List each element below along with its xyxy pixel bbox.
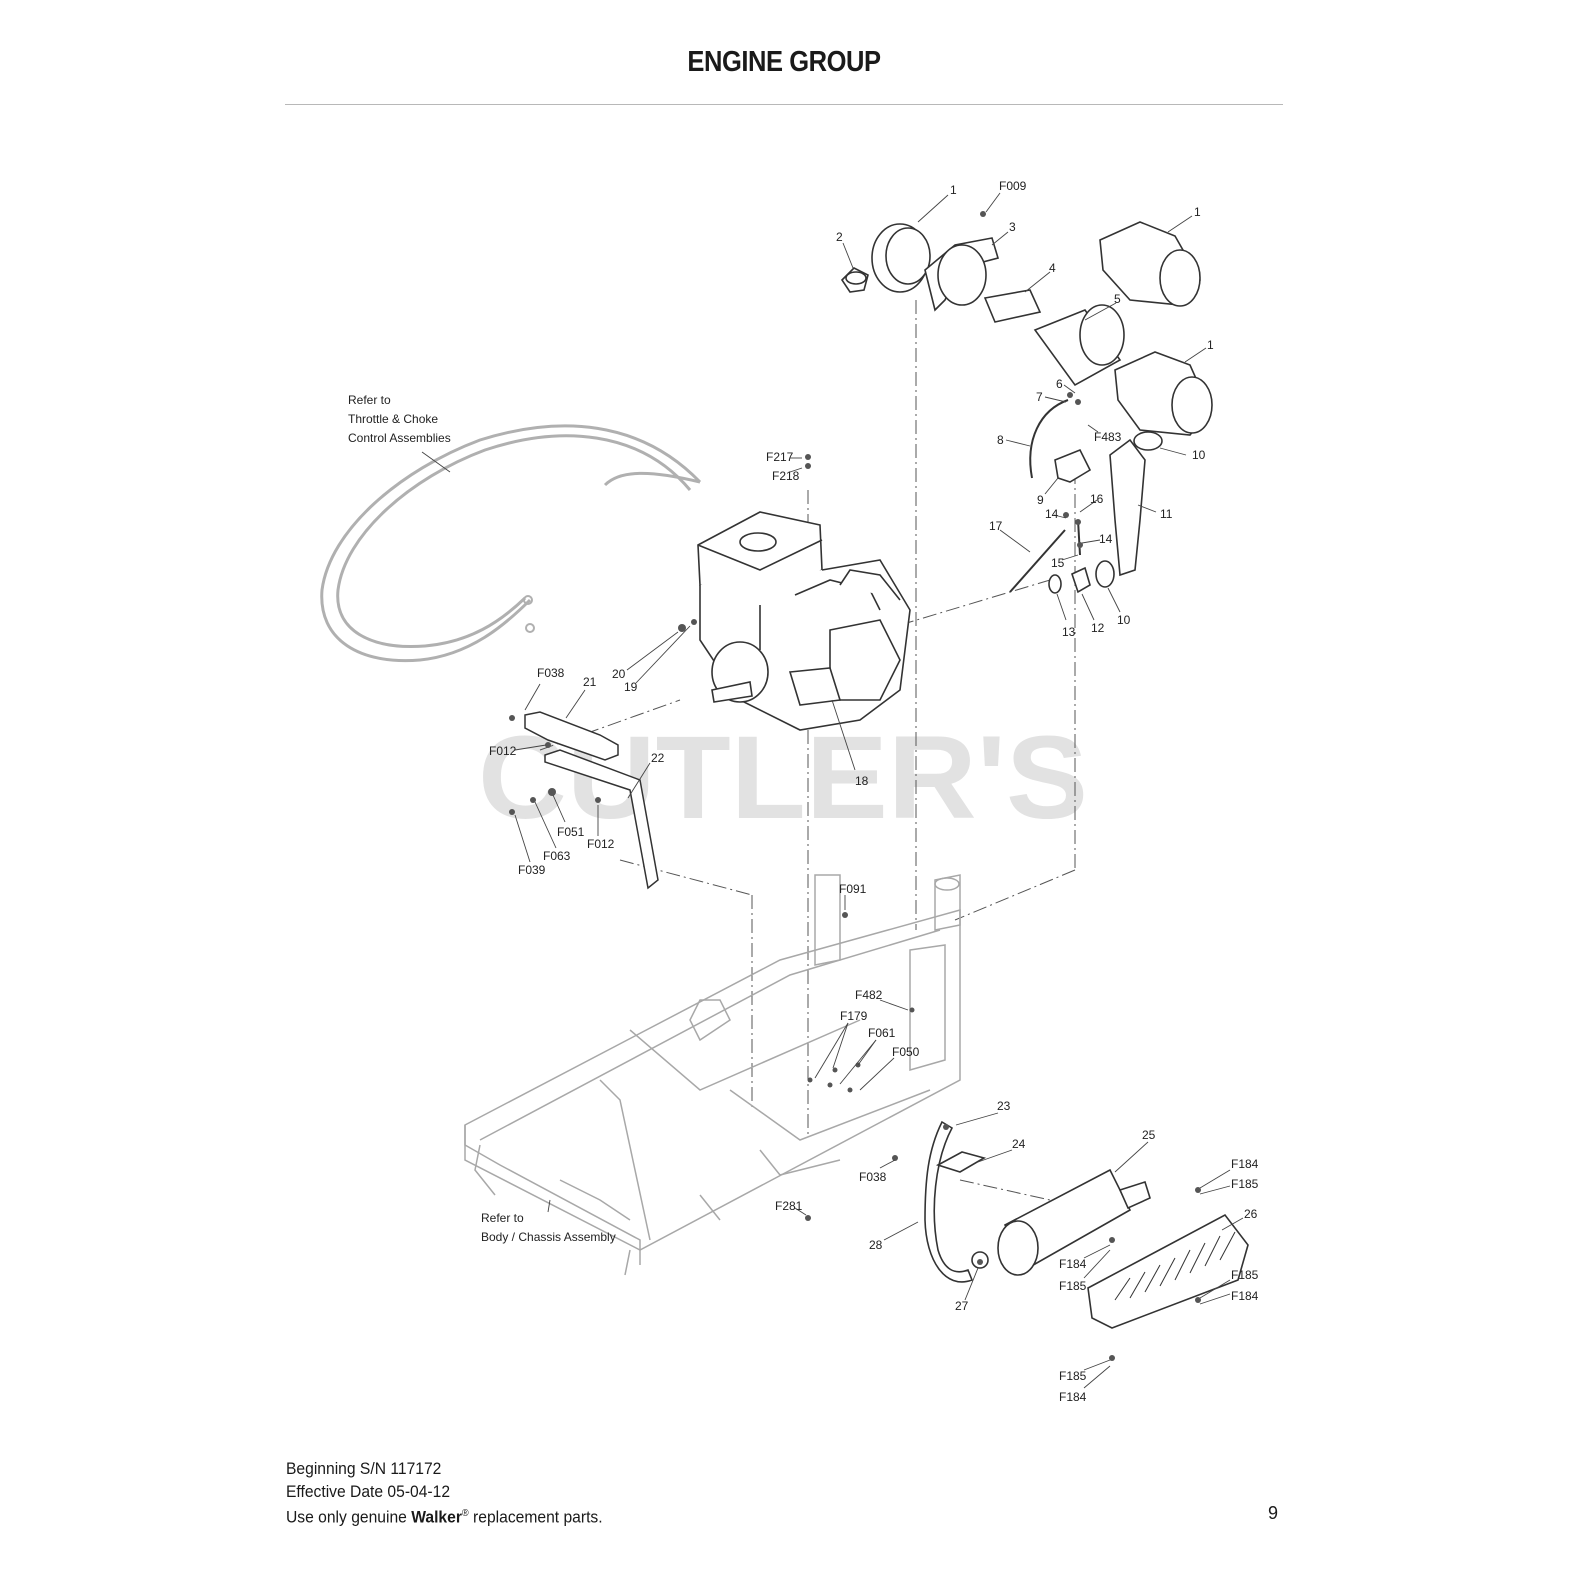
page-number: 9 [1268, 1503, 1279, 1523]
callout: 1 [1207, 338, 1214, 352]
callout: F038 [859, 1170, 887, 1184]
callout: 5 [1114, 292, 1121, 306]
callout: F281 [775, 1199, 803, 1213]
callout: F218 [772, 469, 800, 483]
callout: 20 [612, 667, 626, 681]
callout: F050 [892, 1045, 920, 1059]
genuine-parts-line: Use only genuine Walker® replacement par… [286, 1503, 603, 1529]
air-cleaner-parts [840, 221, 1213, 594]
leader-lines [421, 192, 1244, 1389]
callout-labels: 1 F009 2 3 1 4 5 1 6 7 F483 8 10 9 16 11… [489, 179, 1259, 1404]
callout: 7 [1036, 390, 1043, 404]
callout: F179 [840, 1009, 868, 1023]
callout: 15 [1051, 556, 1065, 570]
callout: F217 [766, 450, 794, 464]
callout: 4 [1049, 261, 1056, 275]
callout: F184 [1231, 1289, 1259, 1303]
callout: F091 [839, 882, 867, 896]
fuel-lines [1009, 399, 1081, 593]
chassis-ref-line-1: Refer to [481, 1211, 524, 1225]
callout: 22 [651, 751, 665, 765]
callout: F063 [543, 849, 571, 863]
callout: F185 [1059, 1279, 1087, 1293]
callout: F184 [1059, 1390, 1087, 1404]
hardware-fasteners [509, 211, 1201, 1361]
callout: F051 [557, 825, 585, 839]
callout: 27 [955, 1299, 969, 1313]
callout: 1 [1194, 205, 1201, 219]
callout: 2 [836, 230, 843, 244]
callout: 18 [855, 774, 869, 788]
muffler-parts [924, 1120, 1249, 1329]
callout: 16 [1090, 492, 1104, 506]
engine-assembly [697, 511, 911, 731]
callout: 26 [1244, 1207, 1258, 1221]
callout: 24 [1012, 1137, 1026, 1151]
brand-name: Walker [411, 1507, 462, 1527]
callout: F012 [489, 744, 517, 758]
callout: 10 [1192, 448, 1206, 462]
callout: 1 [950, 183, 957, 197]
callout: 3 [1009, 220, 1016, 234]
throttle-choke-cables [320, 424, 702, 663]
callout: 28 [869, 1238, 883, 1252]
callout: F482 [855, 988, 883, 1002]
callout: 8 [997, 433, 1004, 447]
callout: 14 [1099, 532, 1113, 546]
registered-mark: ® [461, 1508, 469, 1519]
callout: 13 [1062, 625, 1076, 639]
callout: 12 [1091, 621, 1105, 635]
throttle-ref-line-2: Throttle & Choke [348, 412, 438, 426]
callout: F038 [537, 666, 565, 680]
callout: 6 [1056, 377, 1063, 391]
throttle-ref-line-3: Control Assemblies [348, 431, 451, 445]
serial-number-line: Beginning S/N 117172 [286, 1459, 442, 1478]
callout: F185 [1231, 1177, 1259, 1191]
callout: 10 [1117, 613, 1131, 627]
effective-date-line: Effective Date 05-04-12 [286, 1481, 451, 1501]
chassis-ref-line-2: Body / Chassis Assembly [481, 1230, 616, 1244]
callout: 17 [989, 519, 1003, 533]
callout: F483 [1094, 430, 1122, 444]
callout: 9 [1037, 493, 1044, 507]
reference-notes: Refer to Throttle & Choke Control Assemb… [348, 393, 616, 1244]
title-divider [285, 104, 1283, 105]
page-title: ENGINE GROUP [687, 46, 881, 78]
callout: 25 [1142, 1128, 1156, 1142]
throttle-ref-line-1: Refer to [348, 393, 391, 407]
footer: Beginning S/N 117172 Effective Date 05-0… [286, 1458, 603, 1529]
callout: 14 [1045, 507, 1059, 521]
engine-mount-brackets [524, 711, 659, 890]
callout: F184 [1059, 1257, 1087, 1271]
callout: F039 [518, 863, 546, 877]
callout: 11 [1160, 507, 1173, 521]
genuine-parts-suffix: replacement parts. [468, 1507, 603, 1527]
callout: 23 [997, 1099, 1011, 1113]
callout: 21 [583, 675, 597, 689]
heat-shield-slots [1114, 1231, 1236, 1301]
callout: F061 [868, 1026, 896, 1040]
callout: F012 [587, 837, 615, 851]
genuine-parts-prefix: Use only genuine [286, 1507, 412, 1527]
callout: F185 [1059, 1369, 1087, 1383]
callout: F185 [1231, 1268, 1259, 1282]
chassis-frame [464, 874, 961, 1276]
callout: F009 [999, 179, 1027, 193]
callout: 19 [624, 680, 638, 694]
callout: F184 [1231, 1157, 1259, 1171]
